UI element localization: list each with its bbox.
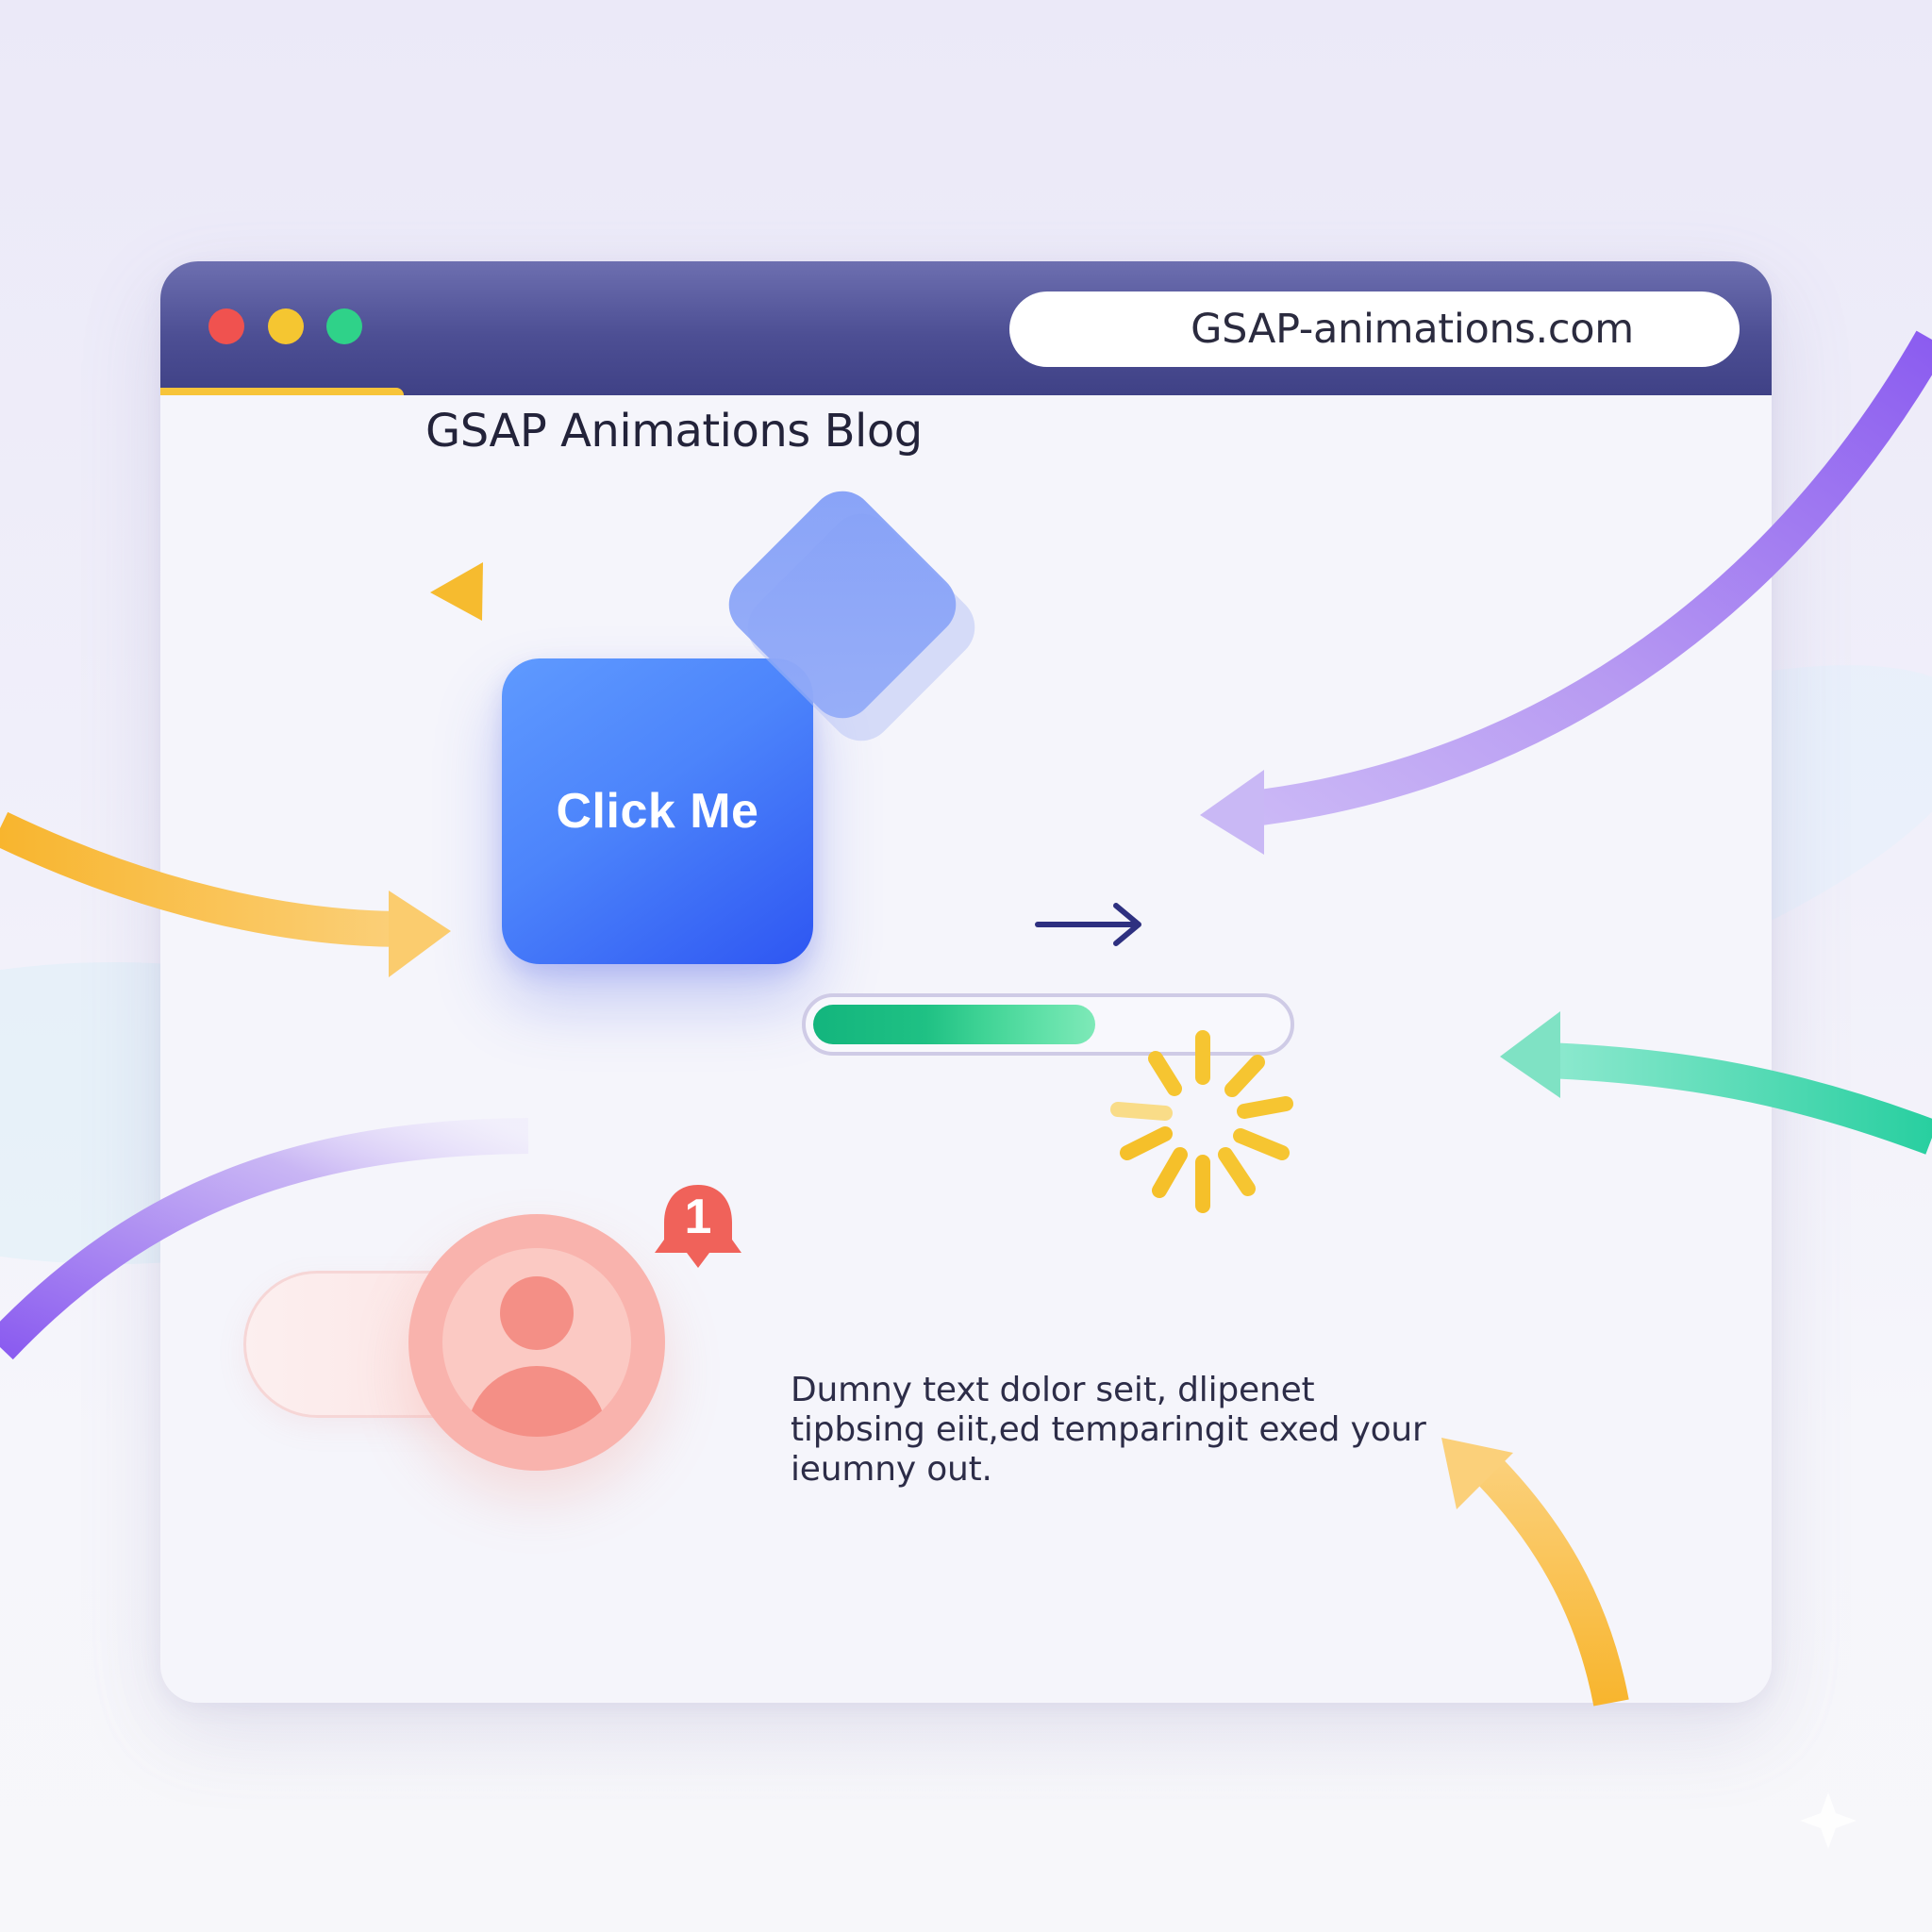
click-me-button[interactable]: Click Me (502, 658, 813, 964)
notification-count: 1 (684, 1190, 712, 1244)
user-icon-head (500, 1276, 574, 1350)
browser-titlebar: GSAP-animations.com (160, 261, 1772, 395)
browser-window: GSAP-animations.com GSAP Animations Blog… (160, 261, 1772, 1703)
user-icon-body (467, 1366, 607, 1437)
avatar[interactable] (408, 1214, 665, 1471)
click-me-button-label: Click Me (556, 784, 759, 839)
sparkle-icon (1800, 1792, 1857, 1849)
address-bar-url: GSAP-animations.com (1191, 306, 1634, 353)
bell-badge-icon[interactable]: 1 (651, 1181, 745, 1283)
maximize-window-button[interactable] (326, 308, 362, 344)
address-bar[interactable]: GSAP-animations.com (1009, 291, 1740, 367)
close-window-button[interactable] (208, 308, 244, 344)
progress-bar (802, 993, 1294, 1056)
minimize-window-button[interactable] (268, 308, 304, 344)
body-text: Dumny text dolor seit, dlipenet tipbsing… (791, 1371, 1426, 1489)
user-icon (442, 1248, 631, 1437)
progress-bar-fill (813, 1005, 1095, 1044)
bell-shape (655, 1185, 741, 1268)
loading-accent-line (160, 388, 404, 395)
page-title: GSAP Animations Blog (425, 405, 923, 458)
